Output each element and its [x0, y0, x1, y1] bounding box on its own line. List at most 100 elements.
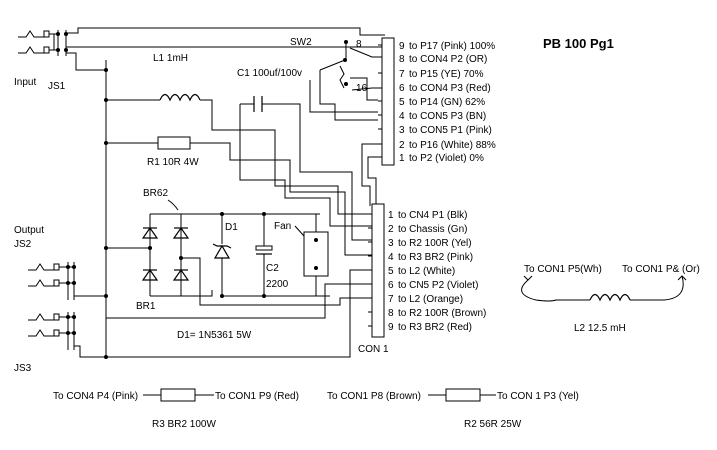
r3-right-label: To CON1 P9 (Red)	[215, 391, 299, 402]
l2-inductor	[521, 275, 687, 302]
con1-pin-label: to R2 100R (Brown)	[398, 308, 486, 319]
con1-pin-label: to CN5 P2 (Violet)	[398, 280, 478, 291]
sw2-pos-16: 16	[356, 83, 368, 94]
sw2-connector-list: 9 to P17 (Pink) 100% 8 to CON4 P2 (OR) 7…	[399, 41, 496, 164]
l1-inductor	[106, 93, 378, 215]
con1-pin-label: to R2 100R (Yel)	[398, 238, 472, 249]
page-title: PB 100 Pg1	[543, 36, 614, 51]
fan-label: Fan	[274, 221, 291, 232]
sw2-pin-label: to P14 (GN) 62%	[409, 97, 485, 108]
r3-resistor	[143, 388, 214, 402]
c2-label: C2	[266, 263, 279, 274]
sw2-pin-label: to P17 (Pink) 100%	[409, 41, 495, 52]
sw2-pin-label: to CON4 P2 (OR)	[409, 54, 487, 65]
con1-pin-number: 4	[388, 252, 394, 263]
sw2-pin-number: 3	[399, 125, 405, 136]
con1-pin-row: 4 to R3 BR2 (Pink)	[388, 252, 473, 263]
con1-pin-row: 9 to R3 BR2 (Red)	[388, 322, 472, 333]
con1-pin-row: 7 to L2 (Orange)	[388, 294, 463, 305]
r2-name: R2 56R 25W	[464, 419, 522, 430]
js2-label: JS2	[14, 239, 32, 250]
con1-pin-row: 1 to CN4 P1 (Blk)	[388, 210, 467, 221]
d1-label: D1	[225, 222, 238, 233]
sw2-pin-number: 8	[399, 54, 405, 65]
c1-label: C1 100uf/100v	[237, 68, 302, 79]
sw2-pin-number: 6	[399, 83, 405, 94]
sw2-pin-row: 3 to CON5 P1 (Pink)	[399, 125, 492, 136]
sw2-pin-number: 5	[399, 97, 405, 108]
c2-value: 2200	[266, 279, 289, 290]
con1-pin-label: to R3 BR2 (Red)	[398, 322, 472, 333]
r1-label: R1 10R 4W	[147, 157, 199, 168]
con1-label: CON 1	[358, 344, 389, 355]
con1-pin-number: 8	[388, 308, 394, 319]
sw2-pin-row: 9 to P17 (Pink) 100%	[399, 41, 495, 52]
con1-pin-row: 5 to L2 (White)	[388, 266, 455, 277]
con1-pin-number: 3	[388, 238, 394, 249]
br1-label: BR1	[136, 301, 156, 312]
sw2-pin-label: to P16 (White) 88%	[409, 140, 496, 151]
sw2-pin-number: 4	[399, 111, 405, 122]
sw2-pin-row: 5 to P14 (GN) 62%	[399, 97, 485, 108]
sw2-pin-row: 8 to CON4 P2 (OR)	[399, 54, 487, 65]
r3-left-label: To CON4 P4 (Pink)	[53, 391, 138, 402]
sw2-pos-8: 8	[356, 39, 362, 50]
output-label: Output	[14, 225, 44, 236]
br62-bridge-rectifier	[106, 213, 368, 306]
sw2-pin-row: 6 to CON4 P3 (Red)	[399, 83, 491, 94]
con1-pin-row: 3 to R2 100R (Yel)	[388, 238, 472, 249]
sw2-label: SW2	[290, 37, 312, 48]
sw2-pin-label: to CON5 P3 (BN)	[409, 111, 486, 122]
r2-left-label: To CON1 P8 (Brown)	[327, 391, 421, 402]
l2-name: L2 12.5 mH	[574, 323, 626, 334]
con1-pin-label: to R3 BR2 (Pink)	[398, 252, 473, 263]
c2-capacitor	[222, 212, 330, 298]
sw2-pin-number: 9	[399, 41, 405, 52]
con1-pin-row: 6 to CN5 P2 (Violet)	[388, 280, 478, 291]
sw2-pin-row: 4 to CON5 P3 (BN)	[399, 111, 486, 122]
br62-label: BR62	[143, 188, 168, 199]
sw2-connector	[378, 37, 395, 166]
con1-pin-number: 2	[388, 224, 394, 235]
con1-connector	[368, 203, 385, 338]
r2-right-label: To CON 1 P3 (Yel)	[497, 391, 579, 402]
js3-label: JS3	[14, 363, 32, 374]
sw2-pin-label: to P2 (Violet) 0%	[409, 153, 484, 164]
sw2-pin-row: 7 to P15 (YE) 70%	[399, 69, 484, 80]
sw2-pin-row: 2 to P16 (White) 88%	[399, 140, 496, 151]
l2-right-label: To CON1 P& (Or)	[622, 264, 700, 275]
con1-pin-label: to CN4 P1 (Blk)	[398, 210, 467, 221]
sw2-pin-label: to P15 (YE) 70%	[409, 69, 484, 80]
con1-pin-label: to L2 (Orange)	[398, 294, 463, 305]
output-jack-js2	[28, 262, 106, 300]
con1-pin-label: to Chassis (Gn)	[398, 224, 467, 235]
r3-name: R3 BR2 100W	[152, 419, 216, 430]
fan-connector	[303, 214, 329, 296]
c1-capacitor	[239, 96, 378, 241]
sw2-pin-label: to CON5 P1 (Pink)	[409, 125, 492, 136]
r2-resistor	[428, 388, 496, 402]
con1-pin-number: 5	[388, 266, 394, 277]
input-jack-js1	[18, 30, 68, 56]
con1-pin-number: 7	[388, 294, 394, 305]
con1-pin-number: 1	[388, 210, 394, 221]
sw2-pin-number: 1	[399, 153, 405, 164]
sw2-pin-number: 7	[399, 69, 405, 80]
sw2-pin-number: 2	[399, 140, 405, 151]
l1-label: L1 1mH	[153, 53, 188, 64]
con1-pin-row: 2 to Chassis (Gn)	[388, 224, 467, 235]
con1-pin-number: 9	[388, 322, 394, 333]
l2-left-label: To CON1 P5(Wh)	[524, 264, 602, 275]
js1-label: JS1	[48, 81, 66, 92]
output-jack-js3	[28, 312, 106, 358]
con1-pin-row: 8 to R2 100R (Brown)	[388, 308, 486, 319]
con1-pin-label: to L2 (White)	[398, 266, 455, 277]
input-label: Input	[14, 77, 36, 88]
r1-resistor	[106, 136, 378, 256]
con1-pin-number: 6	[388, 280, 394, 291]
con1-connector-list: 1 to CN4 P1 (Blk) 2 to Chassis (Gn) 3 to…	[388, 210, 486, 333]
sw2-pin-label: to CON4 P3 (Red)	[409, 83, 491, 94]
sw2-pin-row: 1 to P2 (Violet) 0%	[399, 153, 484, 164]
d1-note: D1= 1N5361 5W	[177, 330, 252, 341]
